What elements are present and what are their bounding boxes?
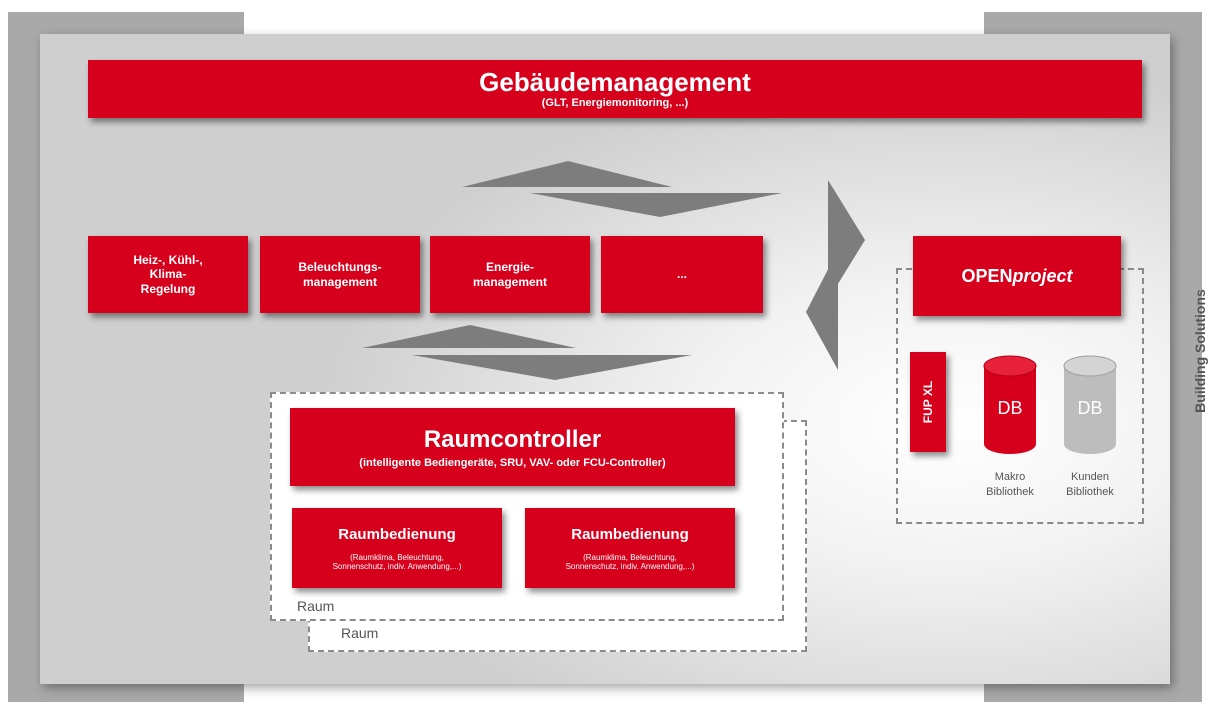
db-makro-label: DB xyxy=(997,398,1023,418)
arrow-up-lower xyxy=(362,325,576,348)
db-kunden-cylinder xyxy=(1063,355,1117,454)
building-management-title: Gebäudemanagement xyxy=(479,67,751,98)
arrow-down-upper xyxy=(530,193,782,217)
room-operation-subtitle-1: (Raumklima, Beleuchtung, Sonnenschutz, i… xyxy=(332,552,462,571)
db-kunden-caption: Kunden Bibliothek xyxy=(1066,471,1114,498)
openproject-prefix: OPEN xyxy=(961,265,1013,286)
room-operation-title-2: Raumbedienung xyxy=(571,525,689,543)
room-operation-box-1: Raumbedienung (Raumklima, Beleuchtung, S… xyxy=(292,508,502,588)
room-controller-subtitle: (intelligente Bediengeräte, SRU, VAV- od… xyxy=(359,456,666,469)
db-makro-caption: Makro Bibliothek xyxy=(986,471,1034,498)
room-label-front: Raum xyxy=(297,598,335,614)
subsystem-hvac: Heiz-, Kühl-, Klima- Regelung xyxy=(88,236,248,313)
subsystem-more: ... xyxy=(601,236,763,313)
room-operation-box-2: Raumbedienung (Raumklima, Beleuchtung, S… xyxy=(525,508,735,588)
subsystem-lighting: Beleuchtungs- management xyxy=(260,236,420,313)
room-controller-title: Raumcontroller xyxy=(423,425,602,453)
fup-xl-box: FUP XL xyxy=(910,352,946,452)
db-kunden-label: DB xyxy=(1077,398,1103,418)
openproject-suffix: project xyxy=(1012,265,1073,286)
arrow-down-lower xyxy=(412,355,692,380)
room-label-back: Raum xyxy=(341,625,379,641)
building-management-bar: Gebäudemanagement (GLT, Energiemonitorin… xyxy=(88,60,1142,118)
room-operation-subtitle-2: (Raumklima, Beleuchtung, Sonnenschutz, i… xyxy=(565,552,695,571)
building-management-subtitle: (GLT, Energiemonitoring, ...) xyxy=(541,96,689,109)
subsystem-energy: Energie- management xyxy=(430,236,590,313)
arrow-up-upper xyxy=(462,161,672,187)
arrow-left xyxy=(806,250,838,370)
db-makro-cylinder xyxy=(983,355,1037,454)
room-operation-title-1: Raumbedienung xyxy=(338,525,456,543)
building-solutions-label: Building Solutions xyxy=(1192,289,1208,413)
room-controller-box: Raumcontroller (intelligente Bediengerät… xyxy=(290,408,735,486)
